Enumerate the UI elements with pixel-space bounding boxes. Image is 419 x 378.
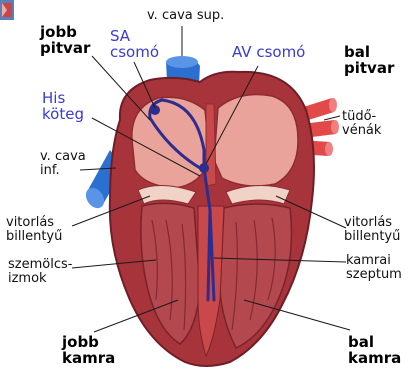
label-av-csomo: AV csomó [232,44,305,60]
av-node-mark [199,163,209,173]
label-tudovenak: tüdő-vénák [342,110,381,138]
label-szemolcs-izmok: szemölcs-izmok [8,258,72,286]
sa-node-mark [150,105,160,115]
left-ventricle-cavity [220,204,292,348]
right-atrium-cavity [132,97,210,188]
left-atrium-cavity [214,95,298,187]
label-v-cava-sup: v. cava sup. [147,9,224,23]
